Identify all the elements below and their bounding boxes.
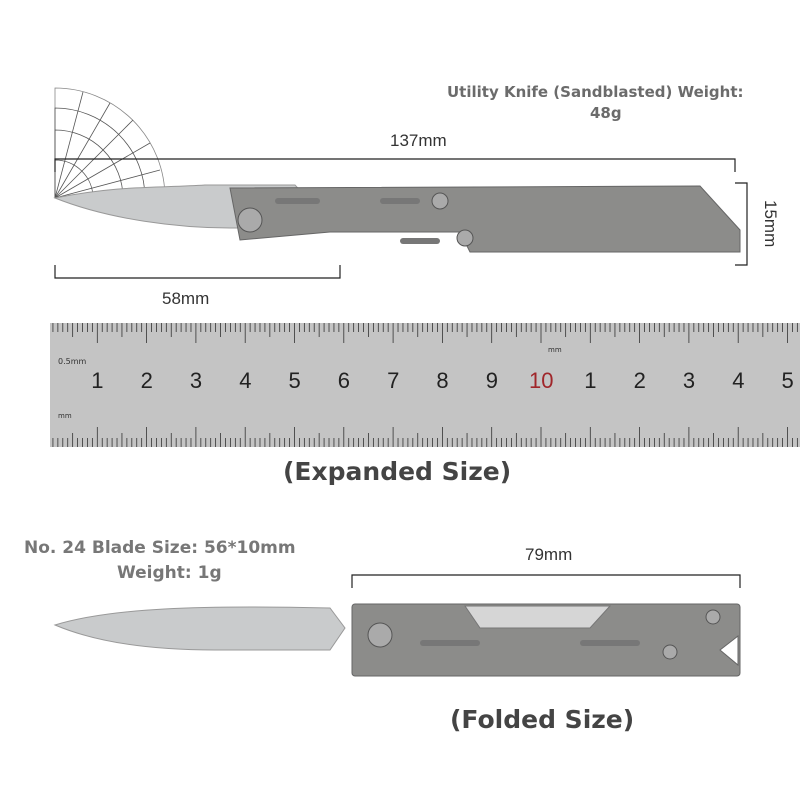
ruler-number: 1	[584, 368, 597, 393]
screw-icon	[662, 644, 678, 660]
knife-weight-value: 48g	[590, 104, 622, 122]
folded-length-label: 79mm	[525, 545, 573, 564]
knife-weight-label: Utility Knife (Sandblasted) Weight:	[447, 83, 744, 101]
total-length-label: 137mm	[390, 131, 447, 150]
ruler-number: 2	[140, 368, 153, 393]
expanded-caption: (Expanded Size)	[283, 457, 512, 486]
folded-knife	[351, 603, 741, 677]
blade-weight-label: Weight: 1g	[117, 563, 222, 583]
ruler-number: 5	[288, 368, 301, 393]
screw-icon	[705, 609, 721, 625]
ruler-number: 10	[529, 368, 554, 393]
height-label: 15mm	[761, 200, 780, 248]
blade-length-label: 58mm	[162, 289, 210, 308]
spare-blade	[53, 606, 346, 651]
blade-size-label: No. 24 Blade Size: 56*10mm	[24, 538, 296, 558]
dimension-lines	[54, 158, 748, 588]
handle	[229, 185, 741, 253]
screw-icon	[456, 229, 474, 247]
ruler-unit-bottom: mm	[58, 412, 72, 420]
ruler-number: 1	[91, 368, 104, 393]
expanded-knife	[53, 184, 741, 253]
ruler-number: 4	[732, 368, 745, 393]
ruler-number: 5	[781, 368, 794, 393]
ruler-number: 9	[485, 368, 498, 393]
ruler-number: 3	[682, 368, 696, 393]
ruler-number: 2	[633, 368, 646, 393]
ruler-number: 3	[189, 368, 203, 393]
folded-caption: (Folded Size)	[450, 705, 635, 734]
protractor	[54, 87, 166, 199]
screw-icon	[431, 192, 449, 210]
screw-icon	[367, 622, 393, 648]
screw-icon	[237, 207, 263, 233]
ruler-unit-mid: mm	[548, 346, 562, 354]
ruler-unit-top: 0.5mm	[58, 357, 87, 366]
ruler-number: 8	[436, 368, 449, 393]
ruler-number: 6	[337, 368, 351, 393]
ruler-number: 4	[239, 368, 252, 393]
ruler-number: 7	[387, 368, 400, 393]
steel-ruler	[50, 323, 800, 447]
